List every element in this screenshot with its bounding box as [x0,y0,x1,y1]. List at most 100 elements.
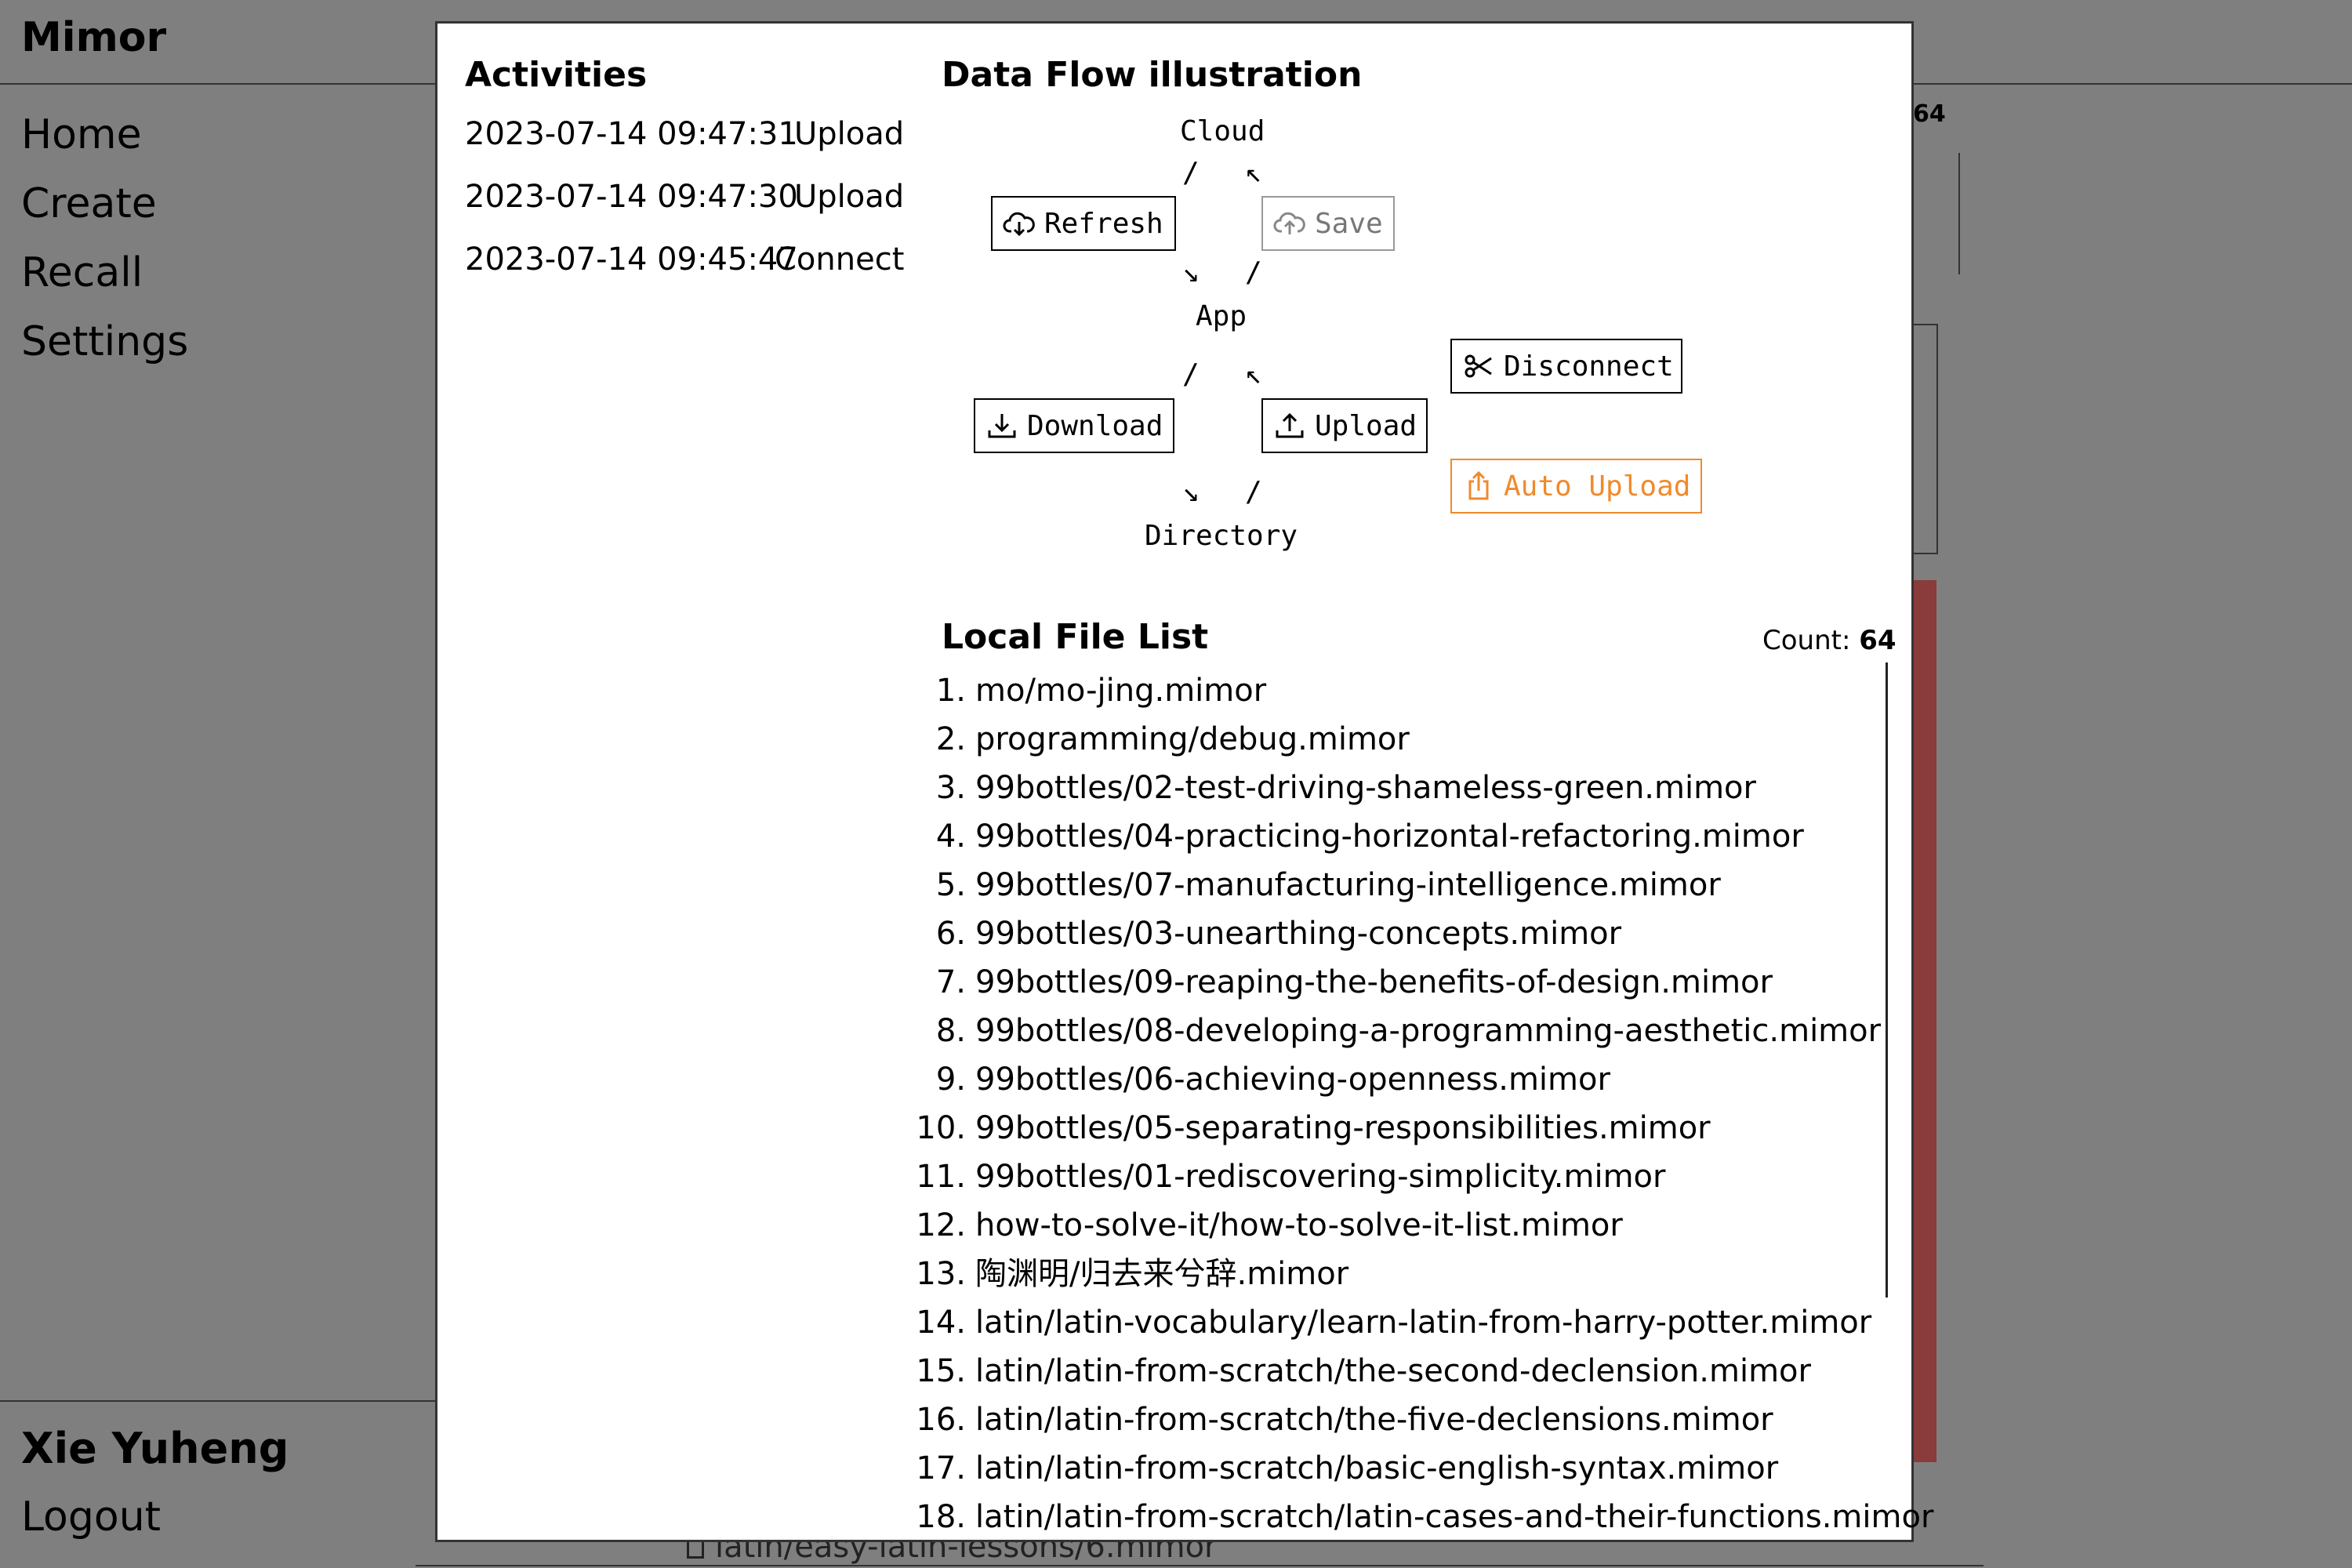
background-panel [1913,324,1938,554]
nav-create[interactable]: Create [21,180,157,227]
list-item[interactable]: 11.99bottles/01-rediscovering-simplicity… [915,1152,1665,1201]
nav-recall[interactable]: Recall [21,249,143,296]
nav-home[interactable]: Home [21,111,142,158]
save-label: Save [1315,207,1383,240]
file-count: Count: 64 [1762,625,1896,656]
flow-slash: / [1182,358,1200,390]
file-name: programming/debug.mimor [975,721,1410,757]
upload-icon [1276,412,1304,438]
flow-arrow-down-right: ↘ [1182,476,1200,508]
save-button[interactable]: Save [1261,196,1395,251]
file-name: 99bottles/03-unearthing-concepts.mimor [975,916,1622,952]
list-item[interactable]: 14.latin/latin-vocabulary/learn-latin-fr… [915,1298,1871,1347]
file-name: latin/latin-from-scratch/latin-cases-and… [975,1499,1934,1535]
activities-title: Activities [465,55,648,95]
file-name: 99bottles/01-rediscovering-simplicity.mi… [975,1159,1666,1195]
list-item[interactable]: 7.99bottles/09-reaping-the-benefits-of-d… [915,958,1773,1007]
user-name: Xie Yuheng [21,1424,289,1473]
background-count: 64 [1913,100,1946,128]
activity-type: Upload [794,116,905,152]
file-index: 5. [935,867,966,903]
refresh-label: Refresh [1044,207,1163,240]
refresh-button[interactable]: Refresh [991,196,1176,251]
file-name: mo/mo-jing.mimor [975,673,1267,709]
sidebar-nav: Home Create Recall Settings [21,100,188,376]
flow-app-label: App [1196,300,1247,332]
file-index: 18. [916,1499,966,1535]
list-item[interactable]: 18.latin/latin-from-scratch/latin-cases-… [915,1493,1933,1541]
list-item[interactable]: 9.99bottles/06-achieving-openness.mimor [915,1055,1610,1104]
download-label: Download [1027,409,1163,442]
list-item[interactable]: 17.latin/latin-from-scratch/basic-englis… [915,1444,1778,1493]
file-name: how-to-solve-it/how-to-solve-it-list.mim… [975,1207,1623,1243]
file-name: 99bottles/04-practicing-horizontal-refac… [975,818,1804,855]
file-name: 陶渊明/归去来兮辞.mimor [975,1256,1349,1292]
background-bottom-divider [416,1565,1984,1566]
logout-link[interactable]: Logout [21,1494,162,1541]
list-item[interactable]: 12.how-to-solve-it/how-to-solve-it-list.… [915,1201,1623,1250]
activity-row: 2023-07-14 09:47:30 Upload [465,179,904,215]
list-item[interactable]: 4.99bottles/04-practicing-horizontal-ref… [915,812,1804,861]
auto-upload-button[interactable]: Auto Upload [1450,459,1702,514]
file-index: 10. [916,1110,966,1146]
file-index: 14. [916,1305,966,1341]
list-item[interactable]: 2.programming/debug.mimor [915,715,1410,764]
file-index: 6. [935,916,966,952]
activity-type: Connect [775,241,905,278]
list-item[interactable]: 13.陶渊明/归去来兮辞.mimor [915,1250,1348,1298]
file-index: 17. [916,1450,966,1486]
list-item[interactable]: 10.99bottles/05-separating-responsibilit… [915,1104,1711,1152]
file-index: 2. [935,721,966,757]
flow-directory-label: Directory [1145,520,1298,552]
nav-settings[interactable]: Settings [21,318,189,365]
upload-label: Upload [1315,409,1417,442]
auto-upload-label: Auto Upload [1504,470,1691,503]
file-list-scrollbar[interactable] [1886,662,1888,1298]
file-count-label: Count: [1762,625,1851,656]
file-name: latin/latin-vocabulary/learn-latin-from-… [975,1305,1872,1341]
file-index: 13. [916,1256,966,1292]
download-icon [988,414,1016,438]
file-index: 7. [935,964,966,1000]
background-divider [1958,153,1960,274]
file-count-value: 64 [1859,625,1896,656]
activity-time: 2023-07-14 09:47:30 [465,179,798,215]
file-index: 4. [935,818,966,855]
flow-arrow-down-right: ↘ [1182,256,1200,289]
file-index: 8. [935,1013,966,1049]
file-index: 1. [935,673,966,709]
disconnect-button[interactable]: Disconnect [1450,339,1682,394]
flow-slash: / [1245,476,1262,508]
file-index: 9. [935,1062,966,1098]
file-name: 99bottles/06-achieving-openness.mimor [975,1062,1610,1098]
list-item[interactable]: 16.latin/latin-from-scratch/the-five-dec… [915,1396,1773,1444]
cloud-download-icon [1003,212,1035,237]
file-index: 12. [916,1207,966,1243]
download-button[interactable]: Download [974,398,1174,453]
file-name: 99bottles/09-reaping-the-benefits-of-des… [975,964,1773,1000]
activity-row: 2023-07-14 09:47:31 Upload [465,116,904,152]
sidebar-footer-divider [0,1400,439,1402]
flow-arrow-up-left: ↖ [1245,358,1262,390]
list-item[interactable]: 6.99bottles/03-unearthing-concepts.mimor [915,909,1621,958]
disconnect-label: Disconnect [1504,350,1674,383]
file-name: 99bottles/07-manufacturing-intelligence.… [975,867,1721,903]
cloud-upload-icon [1273,212,1305,234]
activity-time: 2023-07-14 09:45:47 [465,241,798,278]
list-item[interactable]: 15.latin/latin-from-scratch/the-second-d… [915,1347,1811,1396]
scissors-icon [1465,354,1492,378]
file-index: 11. [916,1159,966,1195]
file-index: 15. [916,1353,966,1389]
data-flow-title: Data Flow illustration [942,55,1363,95]
file-name: latin/latin-from-scratch/the-five-declen… [975,1402,1773,1438]
flow-slash: / [1182,157,1200,189]
list-item[interactable]: 3.99bottles/02-test-driving-shameless-gr… [915,764,1756,812]
list-item[interactable]: 8.99bottles/08-developing-a-programming-… [915,1007,1881,1055]
flow-slash: / [1245,256,1262,289]
activity-time: 2023-07-14 09:47:31 [465,116,798,152]
list-item[interactable]: 5.99bottles/07-manufacturing-intelligenc… [915,861,1721,909]
file-name: 99bottles/05-separating-responsibilities… [975,1110,1711,1146]
background-red-panel [1913,580,1936,1462]
list-item[interactable]: 1.mo/mo-jing.mimor [915,666,1266,715]
upload-button[interactable]: Upload [1261,398,1428,453]
